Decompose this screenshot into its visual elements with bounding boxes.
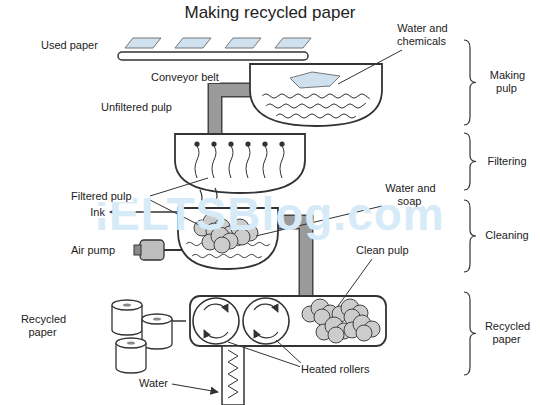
- pulp-fibre: [228, 141, 233, 178]
- clean-pulp-clouds: [302, 299, 380, 343]
- stage-label: Making pulp: [478, 69, 536, 95]
- filtered-pulp-fibres: [194, 141, 284, 178]
- paper-in-tank: [290, 72, 340, 88]
- rotation-arrow: [204, 330, 228, 338]
- part-label: Heated rollers: [300, 363, 390, 376]
- heated-roller: [243, 298, 289, 344]
- stage-brace: [464, 200, 476, 272]
- rotation-arrow: [254, 330, 278, 338]
- pipe-outline: [215, 90, 252, 136]
- label-text: Air pump: [70, 244, 116, 256]
- stage-brace: [464, 133, 476, 190]
- stage-label: Cleaning: [478, 229, 536, 242]
- part-label: Ink: [76, 206, 106, 219]
- wave-line: [262, 94, 370, 99]
- used-paper-sheet: [175, 38, 211, 48]
- leader-line: [338, 259, 372, 306]
- pulp-cloud: [344, 315, 380, 341]
- part-label: Filtered pulp: [70, 190, 150, 203]
- part-label: Used paper: [40, 39, 110, 52]
- label-text: Used paper: [40, 39, 99, 51]
- wave-line: [192, 254, 262, 257]
- label-text: Water and chemicals: [396, 22, 447, 47]
- air-pump: [140, 240, 164, 260]
- label-text: Cleaning: [484, 229, 529, 241]
- label-text: Recycled paper: [484, 320, 530, 345]
- label-text: Conveyor belt: [150, 71, 220, 83]
- pulp-fibre: [194, 141, 199, 178]
- part-label: Clean pulp: [355, 244, 425, 257]
- stage-brace: [464, 292, 476, 375]
- pulp-fibre: [211, 141, 216, 178]
- part-label: Conveyor belt: [150, 71, 250, 84]
- water-flow: [228, 350, 238, 398]
- used-paper-sheets: [125, 38, 311, 48]
- pulp-fibre: [262, 141, 267, 178]
- rotation-arrow: [254, 304, 278, 312]
- pulp-fibre: [245, 141, 250, 178]
- air-pump-motor: [134, 245, 141, 255]
- heated-roller: [193, 298, 239, 344]
- wave-line: [266, 103, 366, 108]
- pulp-fibre: [279, 141, 284, 178]
- part-label: Water: [138, 377, 178, 390]
- stage-brace: [464, 40, 476, 125]
- wave-line: [276, 114, 356, 118]
- used-paper-sheet: [125, 38, 161, 48]
- label-text: Water and soap: [384, 182, 435, 207]
- conveyor-belt: [118, 52, 308, 60]
- part-label: Unfiltered pulp: [100, 101, 195, 114]
- pipe: [215, 90, 252, 136]
- part-label: Water and chemicals: [383, 22, 461, 48]
- pulp-tank: [250, 64, 382, 126]
- label-text: Filtering: [486, 155, 527, 167]
- water-outlet: [222, 346, 244, 405]
- label-text: Making pulp: [489, 69, 525, 94]
- label-text: Filtered pulp: [70, 190, 133, 202]
- label-text: Recycled paper: [20, 313, 66, 338]
- water-waves: [262, 94, 370, 118]
- label-text: Ink: [89, 206, 106, 218]
- leader-line: [338, 50, 402, 84]
- paper-roll: [116, 338, 146, 373]
- diagram-title: Making recycled paper: [0, 3, 540, 23]
- label-text: Unfiltered pulp: [100, 101, 173, 113]
- label-text: Heated rollers: [300, 363, 370, 375]
- label-text: Water: [138, 377, 169, 389]
- label-text: Clean pulp: [355, 244, 410, 256]
- rotation-arrow: [204, 304, 228, 312]
- paper-roll: [112, 300, 142, 335]
- part-label: Air pump: [70, 244, 132, 257]
- stage-label: Filtering: [478, 155, 536, 168]
- water-arrow: [172, 384, 218, 392]
- stage-label: Recycled paper: [478, 320, 536, 346]
- paper-rolls: [112, 300, 172, 373]
- part-label: Recycled paper: [14, 313, 72, 339]
- used-paper-sheet: [275, 38, 311, 48]
- stage-braces: [464, 40, 476, 375]
- used-paper-sheet: [225, 38, 261, 48]
- part-label: Water and soap: [380, 182, 440, 208]
- air-hose: [164, 249, 182, 251]
- leader-line: [228, 342, 304, 368]
- filter-bowl: [175, 134, 305, 193]
- roller-box: [190, 296, 386, 346]
